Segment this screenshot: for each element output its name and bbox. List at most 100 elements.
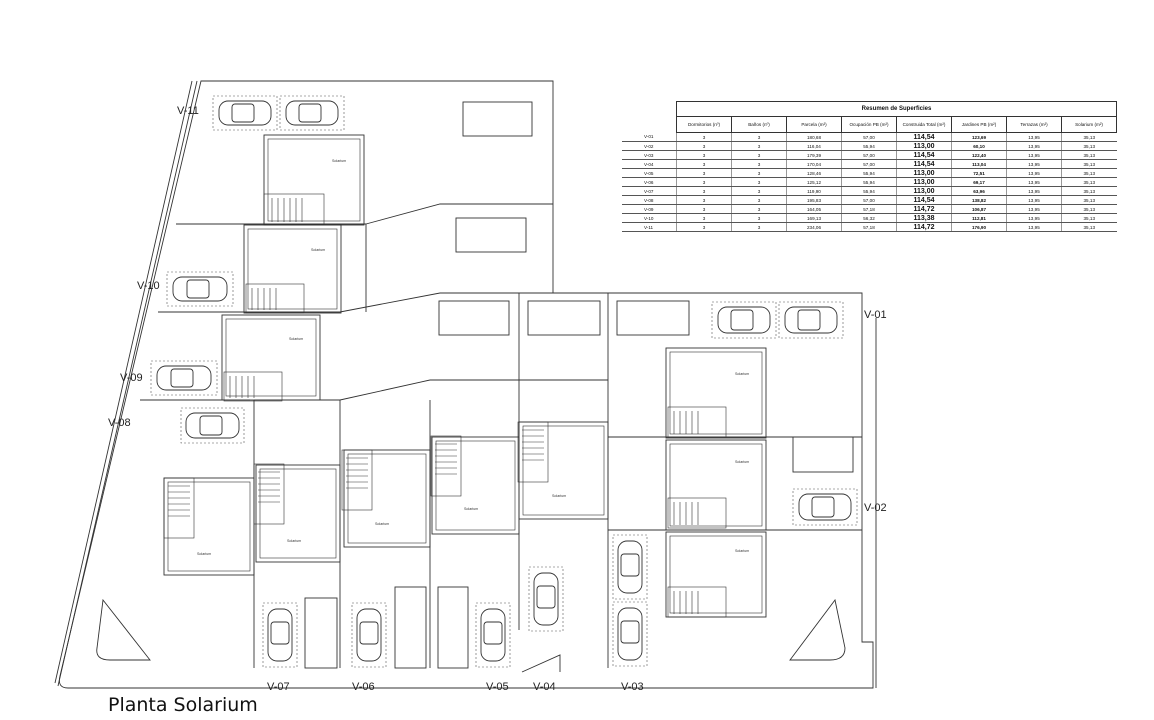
cell-construida: 114,54: [896, 132, 952, 142]
cell-banos: 3: [731, 159, 787, 169]
cell-construida: 113,00: [896, 141, 952, 151]
cell-solarium: 35,13: [1061, 141, 1117, 151]
cell-parcela: 116,04: [786, 141, 842, 151]
room-tag-v01: Solarium: [735, 372, 749, 376]
row-id: V-11: [622, 222, 677, 232]
room-tag-v06: Solarium: [375, 522, 389, 526]
cell-ocupacion: 56,32: [841, 213, 897, 223]
label-v03: V-03: [621, 681, 644, 693]
label-v05: V-05: [486, 681, 509, 693]
cell-terrazas: 13,95: [1006, 186, 1062, 196]
col-jardines: Jardines PB (m²): [951, 116, 1007, 133]
cell-terrazas: 13,95: [1006, 213, 1062, 223]
cars: [156, 100, 852, 662]
label-v10: V-10: [137, 280, 160, 292]
cell-construida: 114,72: [896, 204, 952, 214]
row-id: V-05: [622, 168, 677, 178]
row-id: V-01: [622, 132, 677, 142]
cell-dormitorios: 3: [676, 159, 732, 169]
cell-banos: 3: [731, 141, 787, 151]
cell-construida: 113,38: [896, 213, 952, 223]
cell-terrazas: 13,95: [1006, 132, 1062, 142]
room-tag-v04: Solarium: [552, 494, 566, 498]
cell-ocupacion: 55,94: [841, 141, 897, 151]
room-tags: Solarium Solarium Solarium Solarium Sola…: [197, 159, 749, 556]
label-v01: V-01: [864, 309, 887, 321]
staircases: [163, 193, 727, 618]
cell-parcela: 164,05: [786, 204, 842, 214]
cell-terrazas: 13,95: [1006, 159, 1062, 169]
cell-dormitorios: 3: [676, 132, 732, 142]
cell-construida: 114,54: [896, 195, 952, 205]
label-v09: V-09: [120, 372, 143, 384]
label-v11: V-11: [177, 105, 199, 117]
cell-banos: 3: [731, 132, 787, 142]
room-tag-v03: Solarium: [735, 549, 749, 553]
col-solarium: Solarium (m²): [1061, 116, 1117, 133]
cell-dormitorios: 3: [676, 141, 732, 151]
cell-jardines: 63,96: [951, 186, 1007, 196]
cell-banos: 3: [731, 168, 787, 178]
cell-jardines: 176,90: [951, 222, 1007, 232]
cell-parcela: 119,90: [786, 186, 842, 196]
cell-dormitorios: 3: [676, 213, 732, 223]
cell-ocupacion: 55,94: [841, 168, 897, 178]
cell-banos: 3: [731, 186, 787, 196]
roof-openings: [304, 101, 854, 669]
cell-jardines: 106,87: [951, 204, 1007, 214]
cell-construida: 113,00: [896, 186, 952, 196]
table-caption: Resumen de Superficies: [676, 101, 1117, 117]
cell-solarium: 35,13: [1061, 159, 1117, 169]
room-tag-v02: Solarium: [735, 460, 749, 464]
row-id: V-02: [622, 141, 677, 151]
cell-construida: 113,00: [896, 177, 952, 187]
cell-ocupacion: 57,00: [841, 132, 897, 142]
row-id: V-08: [622, 195, 677, 205]
cell-jardines: 72,51: [951, 168, 1007, 178]
cell-solarium: 35,13: [1061, 177, 1117, 187]
cell-banos: 3: [731, 177, 787, 187]
cell-ocupacion: 57,00: [841, 150, 897, 160]
cell-banos: 3: [731, 150, 787, 160]
col-banos: Baños (nº): [731, 116, 787, 133]
col-ocupacion: Ocupación PB (m²): [841, 116, 897, 133]
cell-construida: 113,00: [896, 168, 952, 178]
label-v08: V-08: [108, 417, 131, 429]
cell-construida: 114,54: [896, 159, 952, 169]
cell-construida: 114,72: [896, 222, 952, 232]
cell-jardines: 112,81: [951, 213, 1007, 223]
cell-dormitorios: 3: [676, 177, 732, 187]
cell-ocupacion: 55,94: [841, 186, 897, 196]
cell-ocupacion: 57,18: [841, 222, 897, 232]
cell-terrazas: 13,95: [1006, 141, 1062, 151]
room-tag-v08: Solarium: [197, 552, 211, 556]
cell-parcela: 170,04: [786, 159, 842, 169]
page-title: Planta Solarium: [108, 694, 258, 716]
cell-solarium: 35,13: [1061, 222, 1117, 232]
cell-banos: 3: [731, 213, 787, 223]
cell-terrazas: 13,95: [1006, 168, 1062, 178]
cell-ocupacion: 55,94: [841, 177, 897, 187]
cell-parcela: 125,12: [786, 177, 842, 187]
summary-table: Resumen de Superficies Dormitorios (nº) …: [622, 101, 1117, 232]
label-v04: V-04: [533, 681, 556, 693]
cell-solarium: 35,13: [1061, 186, 1117, 196]
cell-banos: 3: [731, 204, 787, 214]
unit-labels: V-11 V-10 V-09 V-08 V-07 V-06 V-05 V-04 …: [108, 105, 887, 693]
parking-spots: [150, 95, 858, 668]
cell-solarium: 35,13: [1061, 168, 1117, 178]
cell-parcela: 195,83: [786, 195, 842, 205]
cell-parcela: 169,13: [786, 213, 842, 223]
table-header-row: Dormitorios (nº) Baños (nº) Parcela (m²)…: [622, 116, 1117, 133]
row-id: V-10: [622, 213, 677, 223]
